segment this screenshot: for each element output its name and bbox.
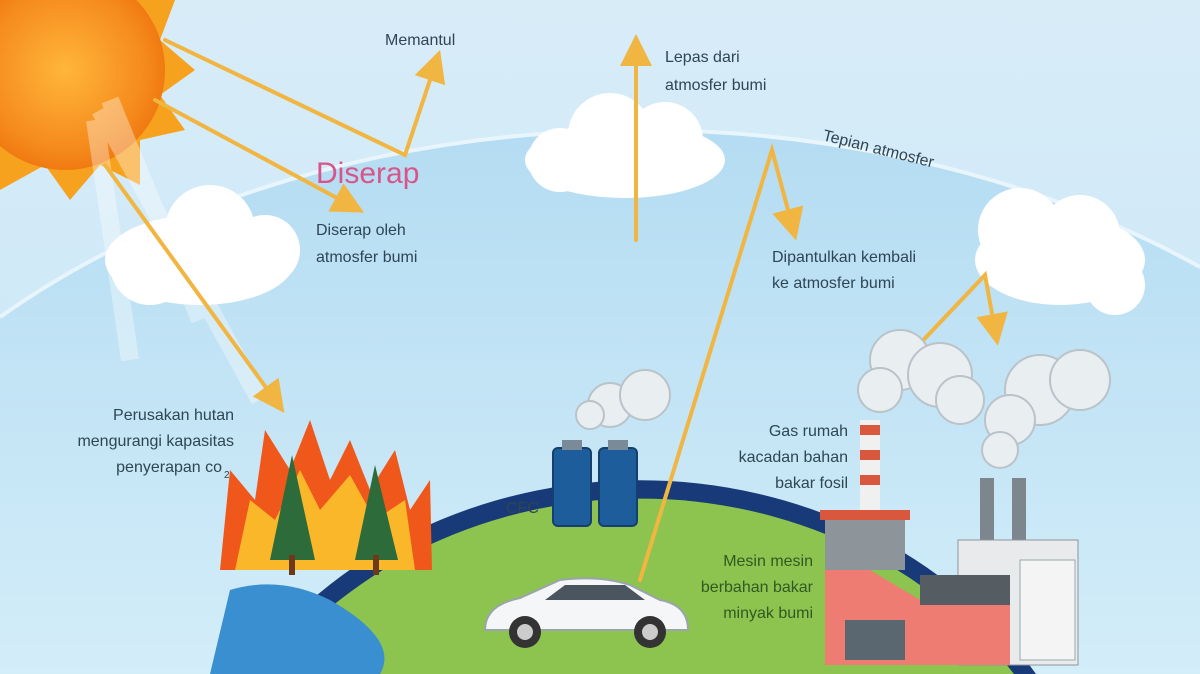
label-gas-line2: kacadan bahan [739,449,848,466]
label-diserap-oleh-line1: Diserap oleh [316,222,406,239]
smoke-icon [575,329,1111,469]
label-diserap: Diserap [316,157,419,190]
cfc-canister-icon [552,440,638,527]
cloud-icon [525,93,725,198]
forest-fire-icon [220,420,432,575]
label-dipantulkan-line1: Dipantulkan kembali [772,249,916,266]
car-icon [483,577,690,648]
water [210,584,385,674]
label-mesin-line2: berbahan bakar [701,579,814,596]
label-perusakan-line1: Perusakan hutan [113,407,234,424]
label-lepas-line1: Lepas dari [665,49,740,66]
label-dipantulkan-line2: ke atmosfer bumi [772,275,895,292]
label-co2-subscript: 2 [224,470,230,481]
label-mesin-line3: minyak bumi [723,605,813,622]
label-perusakan-line2: mengurangi kapasitas [77,433,234,450]
cloud-icon [105,185,300,305]
cloud-icon [975,188,1145,315]
label-memantul: Memantul [385,32,455,49]
label-cfc: CFC [506,500,539,517]
radiation-arrows [103,34,1008,582]
label-perusakan-line3: penyerapan co [116,459,222,476]
factory-icon [820,420,1079,666]
sun-icon [0,0,268,405]
label-lepas-line2: atmosfer bumi [665,77,766,94]
label-gas-line1: Gas rumah [769,423,848,440]
label-diserap-oleh-line2: atmosfer bumi [316,249,417,266]
label-mesin-line1: Mesin mesin [723,553,813,570]
label-gas-line3: bakar fosil [775,475,848,492]
